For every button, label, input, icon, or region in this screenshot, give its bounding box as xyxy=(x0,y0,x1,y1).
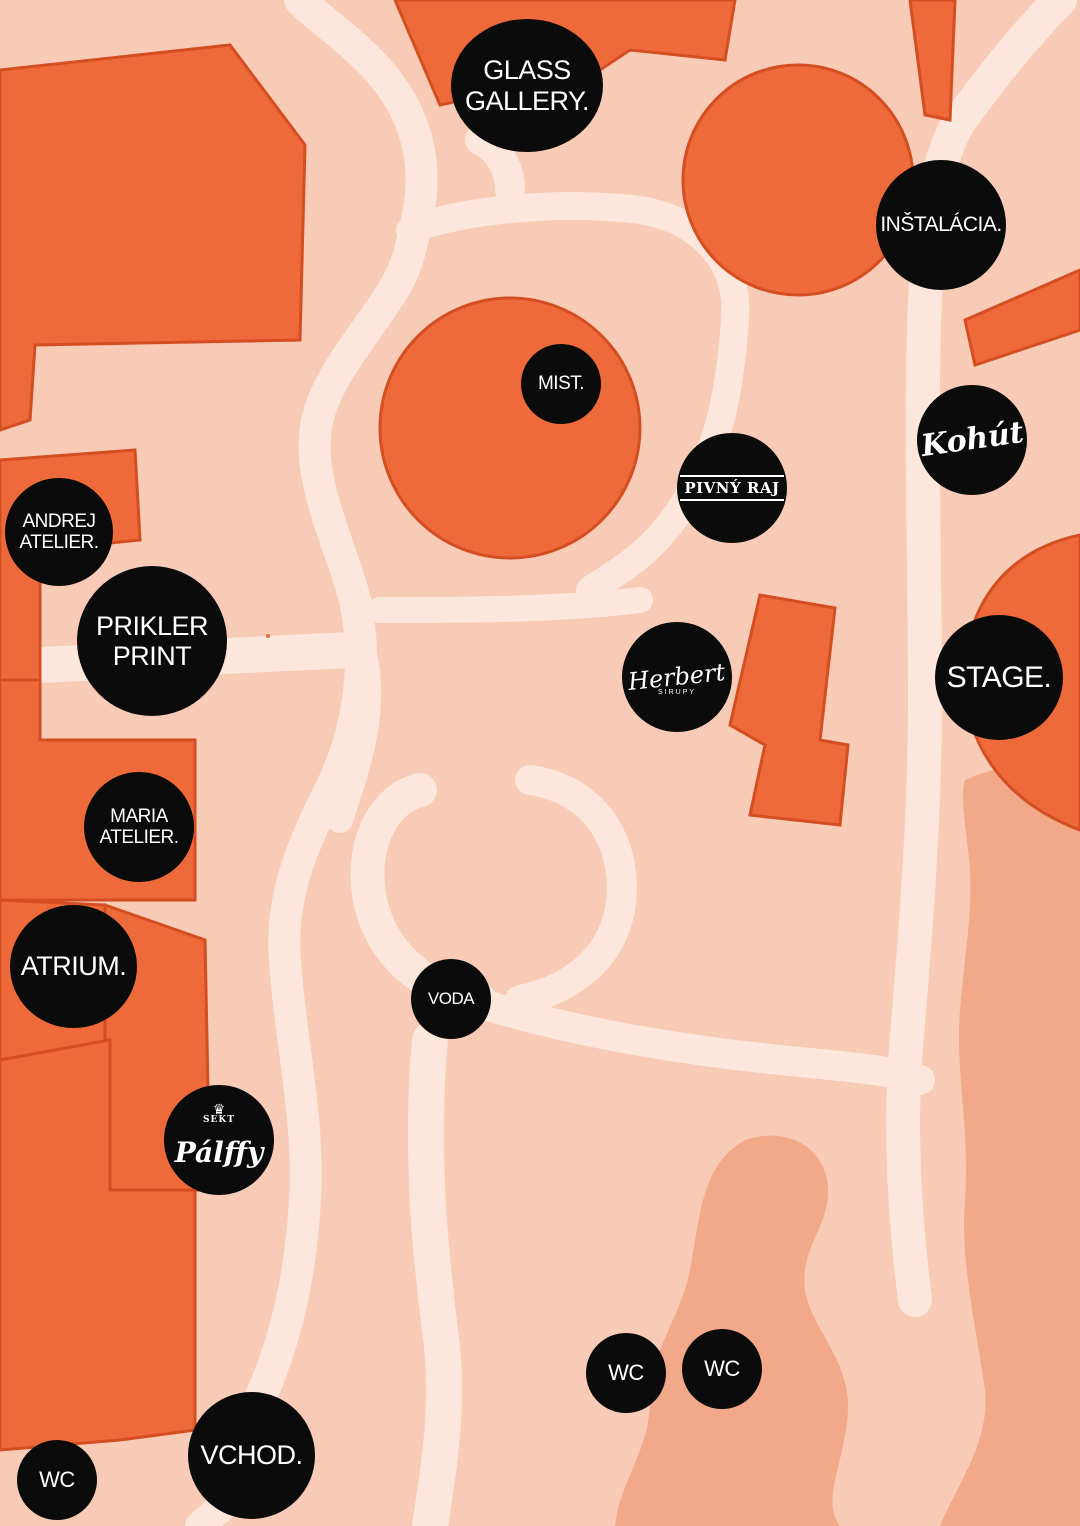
wc-center-right-marker[interactable]: WC xyxy=(682,1329,762,1409)
kohut-label: Kohút xyxy=(918,415,1026,465)
prikler-print-label: PRIKLER PRINT xyxy=(95,610,209,671)
atrium-marker[interactable]: ATRIUM. xyxy=(10,905,137,1028)
andrej-atelier-marker[interactable]: ANDREJ ATELIER. xyxy=(5,478,113,586)
atrium-label: ATRIUM. xyxy=(20,951,127,982)
wc-bottom-left-label: WC xyxy=(39,1466,75,1492)
maria-atelier-label: MARIA ATELIER. xyxy=(99,805,179,848)
wc-center-right-label: WC xyxy=(704,1355,740,1381)
vchod-marker[interactable]: VCHOD. xyxy=(188,1392,315,1519)
instalacia-label: INŠTALÁCIA. xyxy=(880,213,1002,237)
palffy-sub-label: SEKT xyxy=(203,1114,235,1125)
andrej-atelier-label: ANDREJ ATELIER. xyxy=(19,510,99,553)
speck xyxy=(266,634,270,638)
wc-center-left-label: WC xyxy=(608,1359,644,1385)
instalacia-marker[interactable]: INŠTALÁCIA. xyxy=(876,160,1006,290)
herbert-logo-icon[interactable]: Herbert SIRUPY xyxy=(622,622,732,732)
stage-marker[interactable]: STAGE. xyxy=(935,615,1063,740)
pivny-raj-logo-icon[interactable]: PIVNÝ RAJ xyxy=(677,433,787,543)
glass-gallery-marker[interactable]: GLASS GALLERY. xyxy=(451,19,603,152)
voda-label: VODA xyxy=(427,989,475,1009)
wc-center-left-marker[interactable]: WC xyxy=(586,1333,666,1413)
pivny-raj-label: PIVNÝ RAJ xyxy=(680,474,784,502)
palffy-logo-icon[interactable]: ♛ SEKT Pálffy xyxy=(164,1085,274,1195)
mist-label: MIST. xyxy=(537,373,585,395)
prikler-print-marker[interactable]: PRIKLER PRINT xyxy=(77,566,227,716)
maria-atelier-marker[interactable]: MARIA ATELIER. xyxy=(84,772,194,882)
crown-icon: ♛ xyxy=(212,1100,226,1117)
palffy-label: Pálffy xyxy=(174,1136,264,1170)
herbert-sub-label: SIRUPY xyxy=(657,689,697,697)
vchod-label: VCHOD. xyxy=(200,1440,303,1471)
mist-marker[interactable]: MIST. xyxy=(521,344,601,424)
stage-label: STAGE. xyxy=(946,660,1052,694)
wc-bottom-left-marker[interactable]: WC xyxy=(17,1440,97,1520)
voda-marker[interactable]: VODA xyxy=(411,959,491,1039)
lawn-right xyxy=(940,763,1080,1526)
glass-gallery-label: GLASS GALLERY. xyxy=(464,55,590,116)
kohut-logo-icon[interactable]: Kohút xyxy=(917,385,1027,495)
